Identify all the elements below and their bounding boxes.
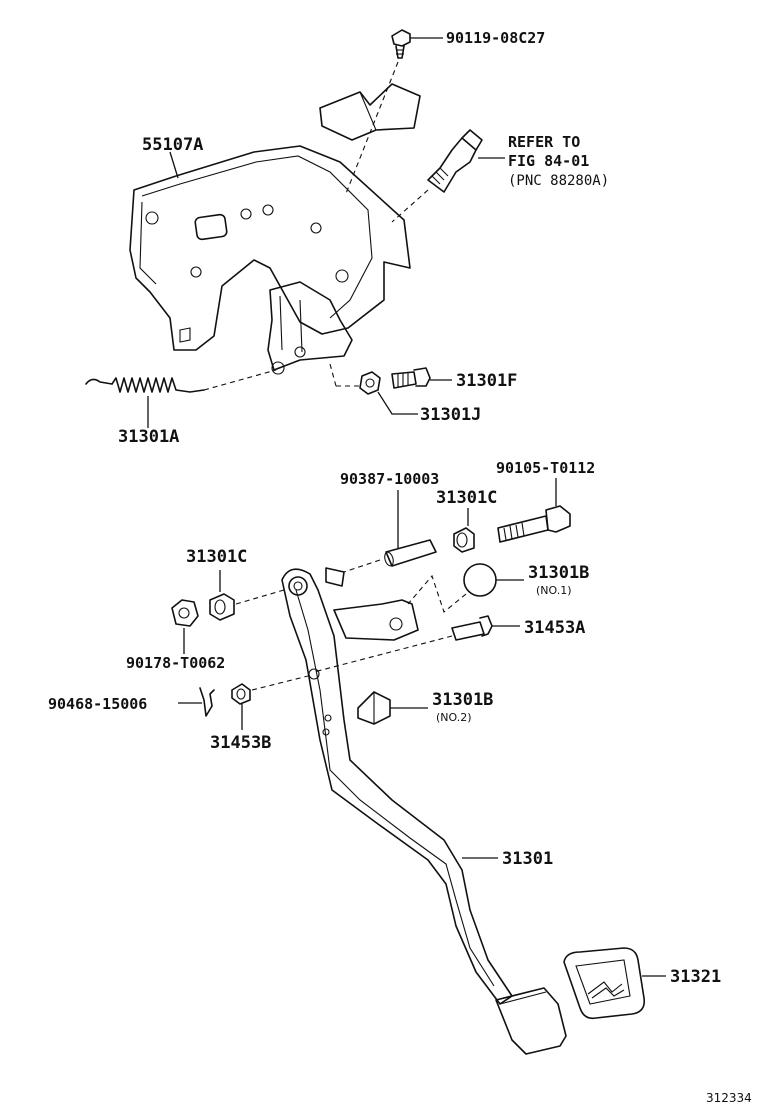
brake-pedal-arm-31301 bbox=[281, 567, 513, 1005]
stop-lamp-switch-icon bbox=[427, 129, 483, 193]
pedal-pad-icon bbox=[495, 987, 567, 1055]
label-90119-08c27: 90119-08C27 bbox=[446, 29, 545, 47]
label-31321: 31321 bbox=[670, 967, 721, 987]
pedal-support-bracket-55107a bbox=[129, 145, 411, 375]
nut-31301j-icon bbox=[359, 371, 381, 395]
label-fig-ref: FIG 84-01 bbox=[508, 152, 589, 170]
pin-90387-10003-icon bbox=[384, 539, 437, 567]
label-31453b: 31453B bbox=[210, 733, 271, 753]
label-31301b-no1-sub: (NO.1) bbox=[536, 584, 572, 597]
label-refer-to: REFER TO bbox=[508, 133, 580, 151]
label-31301b-no2-sub: (NO.2) bbox=[436, 711, 472, 724]
figure-id: 312334 bbox=[706, 1091, 752, 1105]
return-spring-31301a-icon bbox=[85, 377, 205, 393]
pedal-pad-cover-31321-icon bbox=[563, 947, 646, 1020]
label-31453a: 31453A bbox=[524, 618, 585, 638]
bracket-plate bbox=[319, 83, 421, 141]
label-90468-15006: 90468-15006 bbox=[48, 695, 147, 713]
nut-90178-t0062-icon bbox=[171, 599, 199, 627]
bushing-31301c-top-icon bbox=[453, 527, 475, 553]
label-pnc-ref: (PNC 88280A) bbox=[508, 173, 609, 189]
label-31301a: 31301A bbox=[118, 427, 179, 447]
pin-31453a-icon bbox=[451, 615, 493, 641]
label-90178-t0062: 90178-T0062 bbox=[126, 654, 225, 672]
leader-55107a bbox=[169, 151, 179, 179]
bushing-31301c-left-icon bbox=[209, 593, 235, 621]
bolt-90105-t0112-icon bbox=[497, 505, 571, 543]
label-31301c-left: 31301C bbox=[186, 547, 247, 567]
leader-31301j bbox=[377, 391, 418, 415]
label-31301f: 31301F bbox=[456, 371, 517, 391]
bushing-31453b-icon bbox=[231, 683, 251, 705]
label-31301: 31301 bbox=[502, 849, 553, 869]
label-31301b-no1: 31301B bbox=[528, 563, 589, 583]
label-55107a: 55107A bbox=[142, 135, 203, 155]
cushion-31301b-no2-icon bbox=[357, 691, 391, 725]
label-90387-10003: 90387-10003 bbox=[340, 470, 439, 488]
clip-90468-15006-icon bbox=[199, 687, 215, 717]
bolt-31301f-icon bbox=[391, 367, 431, 389]
label-31301c-top: 31301C bbox=[436, 488, 497, 508]
label-31301j: 31301J bbox=[420, 405, 481, 425]
label-31301b-no2: 31301B bbox=[432, 690, 493, 710]
cushion-31301b-no1-icon bbox=[463, 563, 497, 597]
bolt-90119-08c27-icon bbox=[391, 29, 411, 59]
label-90105-t0112: 90105-T0112 bbox=[496, 459, 595, 477]
